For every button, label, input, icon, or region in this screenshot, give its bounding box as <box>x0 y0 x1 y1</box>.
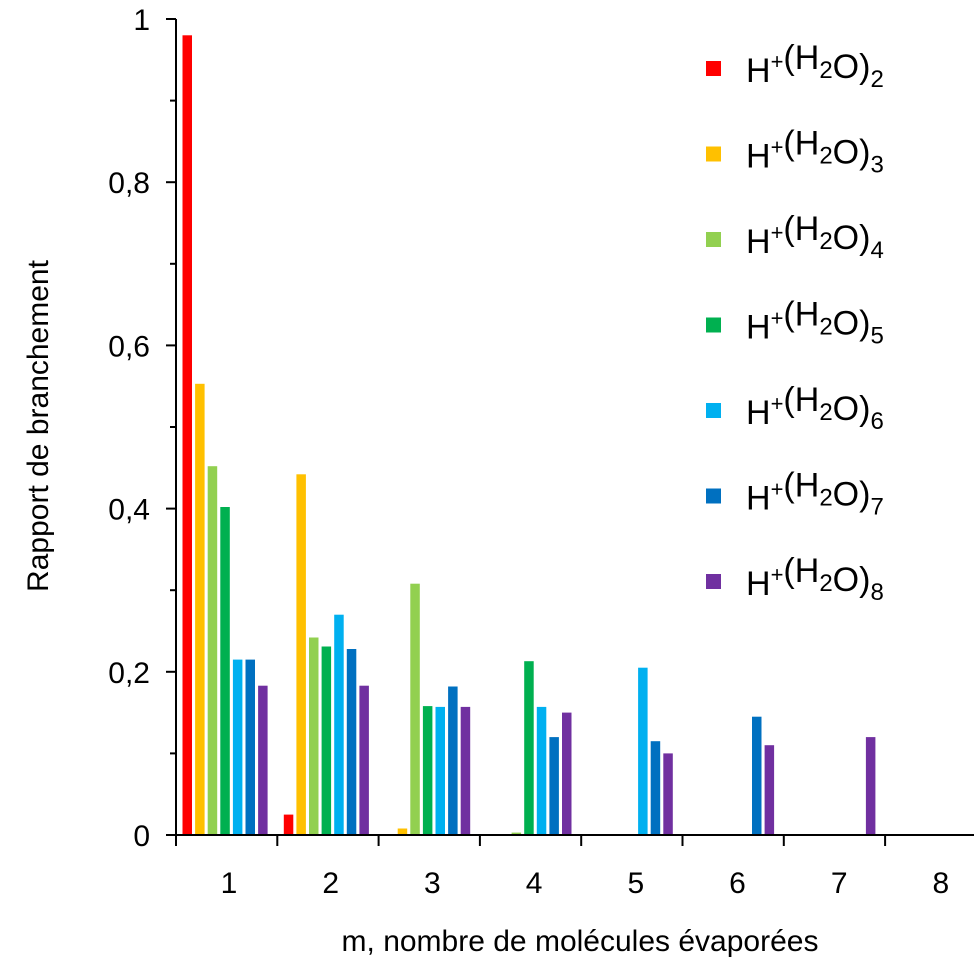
bar-m5-series-6 <box>638 667 648 835</box>
bar-m4-series-5 <box>524 661 534 835</box>
x-tick-label: 2 <box>322 867 339 900</box>
bar-m2-series-5 <box>321 646 332 835</box>
bar-m2-series-6 <box>334 614 344 835</box>
bar-m1-series-8 <box>258 685 268 835</box>
bar-m6-series-8 <box>764 745 775 835</box>
legend-swatch-2 <box>706 61 721 76</box>
bar-m1-series-6 <box>232 659 243 835</box>
legend-swatch-7 <box>706 488 721 504</box>
legend-label-2: H+(H2O)2 <box>746 39 884 93</box>
bar-m6-series-7 <box>752 716 762 835</box>
legend-label-7: H+(H2O)7 <box>746 467 884 521</box>
legend: H+(H2O)2H+(H2O)3H+(H2O)4H+(H2O)5H+(H2O)6… <box>706 39 884 606</box>
bar-m2-series-8 <box>359 685 369 835</box>
bar-m4-series-8 <box>562 712 572 835</box>
bar-m1-series-4 <box>207 466 218 835</box>
y-tick-label: 0,4 <box>108 494 150 527</box>
legend-label-5: H+(H2O)5 <box>746 296 884 350</box>
legend-swatch-5 <box>706 317 721 333</box>
x-tick-label: 3 <box>424 867 441 900</box>
legend-label-3: H+(H2O)3 <box>746 125 884 179</box>
legend-swatch-4 <box>706 232 721 247</box>
x-axis-label: m, nombre de molécules évaporées <box>342 925 819 958</box>
bars-layer <box>182 35 876 836</box>
legend-swatch-3 <box>706 146 721 162</box>
y-tick-label: 0,6 <box>108 330 150 363</box>
bar-m3-series-6 <box>435 706 445 835</box>
bar-m1-series-3 <box>195 383 205 835</box>
bar-m5-series-8 <box>663 753 673 835</box>
x-tick-label: 1 <box>221 867 238 900</box>
bar-m4-series-7 <box>549 737 559 835</box>
legend-label-6: H+(H2O)6 <box>746 381 884 435</box>
bar-m3-series-3 <box>397 828 408 835</box>
x-tick-label: 8 <box>933 867 950 900</box>
axes-layer: 0 0,2 0,4 0,6 0,8 1 1 2 3 4 5 6 7 8 <box>108 4 974 900</box>
legend-label-4: H+(H2O)4 <box>746 210 884 264</box>
legend-swatch-6 <box>706 403 721 418</box>
x-tick-label: 6 <box>729 867 746 900</box>
bar-m1-series-5 <box>220 507 230 835</box>
x-tick-label: 5 <box>627 867 644 900</box>
bar-m3-series-7 <box>448 686 458 835</box>
bar-m2-series-4 <box>309 637 319 835</box>
bar-m3-series-4 <box>410 583 420 835</box>
bar-m1-series-7 <box>245 659 255 835</box>
bar-m4-series-6 <box>536 706 547 835</box>
x-tick-label: 4 <box>526 867 543 900</box>
bar-m3-series-8 <box>460 706 471 835</box>
legend-swatch-8 <box>706 574 721 589</box>
y-tick-label: 0,2 <box>108 657 150 690</box>
bar-m2-series-7 <box>346 649 357 835</box>
bar-m2-series-3 <box>296 474 306 835</box>
y-tick-label: 1 <box>133 4 150 37</box>
x-tick-label: 7 <box>831 867 848 900</box>
y-tick-label: 0 <box>133 820 150 853</box>
bar-m2-series-2 <box>283 814 294 835</box>
bar-m7-series-8 <box>865 737 876 835</box>
bar-m3-series-5 <box>422 706 433 835</box>
bar-m1-series-2 <box>182 35 192 836</box>
y-axis-label: Rapport de branchement <box>22 259 55 592</box>
legend-label-8: H+(H2O)8 <box>746 552 884 606</box>
bar-m5-series-7 <box>650 741 661 835</box>
bar-m4-series-4 <box>511 832 522 835</box>
y-tick-label: 0,8 <box>108 167 150 200</box>
